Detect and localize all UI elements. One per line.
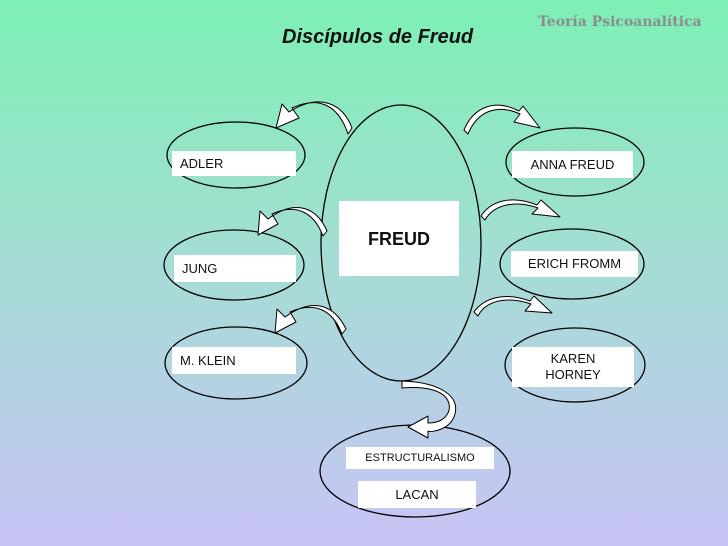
curved-arrow-icon-adler: [275, 101, 353, 135]
fromm-ellipse: [499, 228, 645, 300]
freud-label: FREUD: [339, 201, 459, 276]
klein-label: M. KLEIN: [172, 347, 296, 374]
freud-ellipse: [320, 104, 482, 382]
curved-arrow-icon-anna-freud: [463, 104, 541, 135]
curved-arrow-icon-jung: [257, 207, 328, 237]
adler-ellipse: [166, 121, 306, 189]
anna-freud-label: ANNA FREUD: [512, 151, 633, 178]
horney-ellipse: [504, 327, 646, 403]
curved-arrow-icon-lacan: [401, 380, 457, 439]
anna-freud-ellipse: [505, 127, 645, 197]
horney-label: KAREN HORNEY: [512, 347, 634, 387]
page-title: Discípulos de Freud: [282, 26, 474, 48]
curved-arrow-icon-fromm: [480, 199, 561, 221]
jung-ellipse: [163, 229, 305, 301]
structuralism-label: ESTRUCTURALISMO: [346, 447, 494, 469]
curved-arrow-icon-klein: [274, 305, 347, 335]
presentation-header: Teoría Psicoanalítica: [538, 14, 702, 30]
fromm-label: ERICH FROMM: [511, 251, 638, 277]
jung-label: JUNG: [174, 255, 296, 282]
adler-label: ADLER: [172, 151, 296, 176]
curved-arrow-icon-horney: [473, 295, 553, 317]
klein-ellipse: [164, 326, 308, 400]
lacan-label: LACAN: [358, 481, 476, 508]
